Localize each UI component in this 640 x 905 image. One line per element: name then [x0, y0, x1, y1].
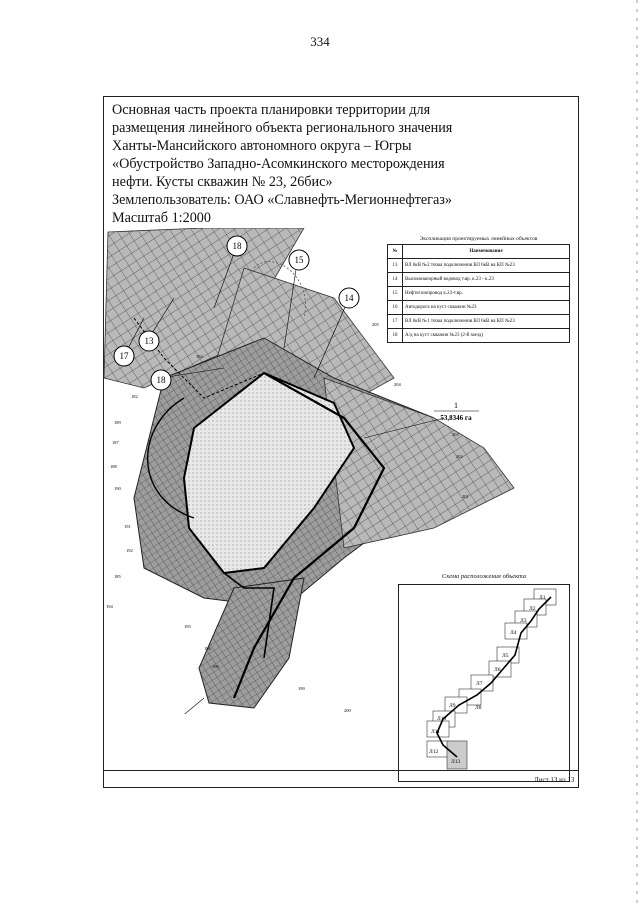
svg-text:14: 14 — [345, 293, 355, 303]
legend-num: 14 — [387, 272, 403, 287]
legend-col-num: № — [387, 244, 403, 259]
svg-text:186: 186 — [204, 646, 212, 651]
svg-text:1: 1 — [454, 401, 458, 410]
svg-text:202: 202 — [456, 454, 463, 459]
legend-name: ВЛ 6кВ №2 точка подключения ВЛ 6кВ на КП… — [402, 258, 570, 273]
svg-text:185: 185 — [114, 574, 122, 579]
svg-text:189: 189 — [114, 420, 122, 425]
boundary-dashed — [253, 261, 306, 319]
svg-text:Л12: Л12 — [429, 749, 438, 755]
svg-text:194: 194 — [106, 604, 114, 609]
svg-text:205: 205 — [372, 322, 380, 327]
svg-text:190: 190 — [114, 486, 122, 491]
svg-text:203: 203 — [452, 432, 460, 437]
point-labels: 182 184 185 186 187 188 189 190 191 192 … — [106, 322, 469, 713]
svg-text:Л6: Л6 — [494, 667, 501, 673]
svg-text:201: 201 — [462, 494, 469, 499]
svg-text:Л3: Л3 — [520, 618, 527, 624]
svg-text:200: 200 — [344, 708, 352, 713]
site-plan-map: 18 15 14 13 17 18 1 53,8346 га 182 184 1… — [104, 228, 515, 714]
svg-text:184: 184 — [196, 354, 204, 359]
header-line: Основная часть проекта планировки террит… — [112, 102, 431, 118]
legend-col-name: Наименование — [402, 244, 570, 259]
pad-arc — [147, 397, 195, 519]
svg-text:Л9: Л9 — [449, 703, 456, 709]
legend-num: 17 — [387, 314, 403, 329]
svg-text:199: 199 — [298, 686, 306, 691]
callout-group: 18 15 14 13 17 18 — [113, 235, 360, 391]
document-frame — [103, 96, 579, 788]
area-label: 1 53,8346 га — [434, 401, 479, 422]
svg-text:18: 18 — [157, 375, 167, 385]
svg-text:196: 196 — [212, 664, 220, 669]
callout-14: 14 — [338, 287, 360, 309]
svg-text:17: 17 — [120, 351, 130, 361]
callout-13: 13 — [138, 330, 160, 352]
callout-16: 18 — [226, 235, 248, 257]
road-line — [232, 372, 386, 699]
svg-text:18: 18 — [233, 241, 243, 251]
svg-text:192: 192 — [126, 548, 133, 553]
header-line: «Обустройство Западно-Асомкинского место… — [112, 156, 445, 172]
svg-text:53,8346 га: 53,8346 га — [440, 414, 472, 422]
legend-num: 16 — [387, 300, 403, 315]
legend-name: Высоконапорный водовод т.вр. к.23 - к.23 — [402, 272, 570, 287]
svg-text:Л7: Л7 — [476, 681, 483, 687]
svg-text:Л5: Л5 — [502, 653, 509, 659]
location-scheme: Схема расположения объекта Л1 Л2 Л3 Л4 Л… — [398, 573, 570, 782]
svg-text:Л8: Л8 — [475, 705, 482, 711]
svg-text:195: 195 — [184, 624, 192, 629]
legend-title: Экспликация проектируемых линейных объек… — [419, 236, 538, 242]
legend-name: Автодорога на куст скважин №23 — [402, 300, 570, 315]
header-line: нефти. Кусты скважин № 23, 26бис» — [112, 174, 333, 190]
svg-text:Л10: Л10 — [437, 716, 446, 722]
location-scheme-title: Схема расположения объекта — [441, 573, 527, 580]
location-scheme-drawing: Л1 Л2 Л3 Л4 Л5 Л6 Л7 Л8 Л9 Л10 Л11 Л12 Л… — [426, 588, 557, 770]
sheet-number: Лист 13 из 13 — [534, 776, 575, 784]
header-line: Ханты-Мансийского автономного округа – Ю… — [112, 138, 412, 154]
corridor-south — [198, 577, 305, 709]
svg-text:Л13: Л13 — [451, 759, 460, 765]
legend-name: А/д на куст скважин №23 (2-й заезд) — [402, 328, 570, 343]
legend-name: ВЛ 6кВ №1 точка подключения ВЛ 6кВ на КП… — [402, 314, 570, 329]
svg-text:15: 15 — [295, 255, 305, 265]
pad-outline — [182, 371, 356, 575]
route-line — [436, 596, 552, 758]
page-number: 334 — [310, 34, 330, 49]
svg-text:Л1: Л1 — [539, 595, 546, 601]
land-user-line: Землепользователь: ОАО «Славнефть-Мегион… — [112, 192, 452, 208]
document-header: Основная часть проекта планировки террит… — [112, 101, 572, 227]
svg-text:182: 182 — [131, 394, 138, 399]
objects-legend: Экспликация проектируемых линейных объек… — [387, 236, 570, 343]
scale-line: Масштаб 1:2000 — [112, 210, 211, 226]
legend-num: 13 — [387, 258, 403, 273]
svg-text:Л11: Л11 — [431, 729, 440, 735]
frame-divider — [103, 770, 579, 771]
scan-edge — [636, 0, 638, 905]
pipeline-line — [223, 572, 275, 659]
svg-text:188: 188 — [110, 464, 118, 469]
callout-18: 18 — [150, 369, 172, 391]
svg-text:187: 187 — [112, 440, 120, 445]
svg-text:13: 13 — [145, 336, 155, 346]
corridor-east — [323, 377, 515, 549]
svg-text:191: 191 — [124, 524, 131, 529]
svg-text:Л4: Л4 — [510, 630, 517, 636]
legend-name: Нефтегазопровод к.23-т.вр. — [402, 286, 570, 301]
svg-text:204: 204 — [394, 382, 402, 387]
svg-text:Л2: Л2 — [529, 606, 536, 612]
callout-15: 15 — [288, 249, 310, 271]
callout-17: 17 — [113, 345, 135, 367]
legend-num: 15 — [387, 286, 403, 301]
header-line: размещения линейного объекта регионально… — [112, 120, 453, 136]
legend-num: 18 — [387, 328, 403, 343]
